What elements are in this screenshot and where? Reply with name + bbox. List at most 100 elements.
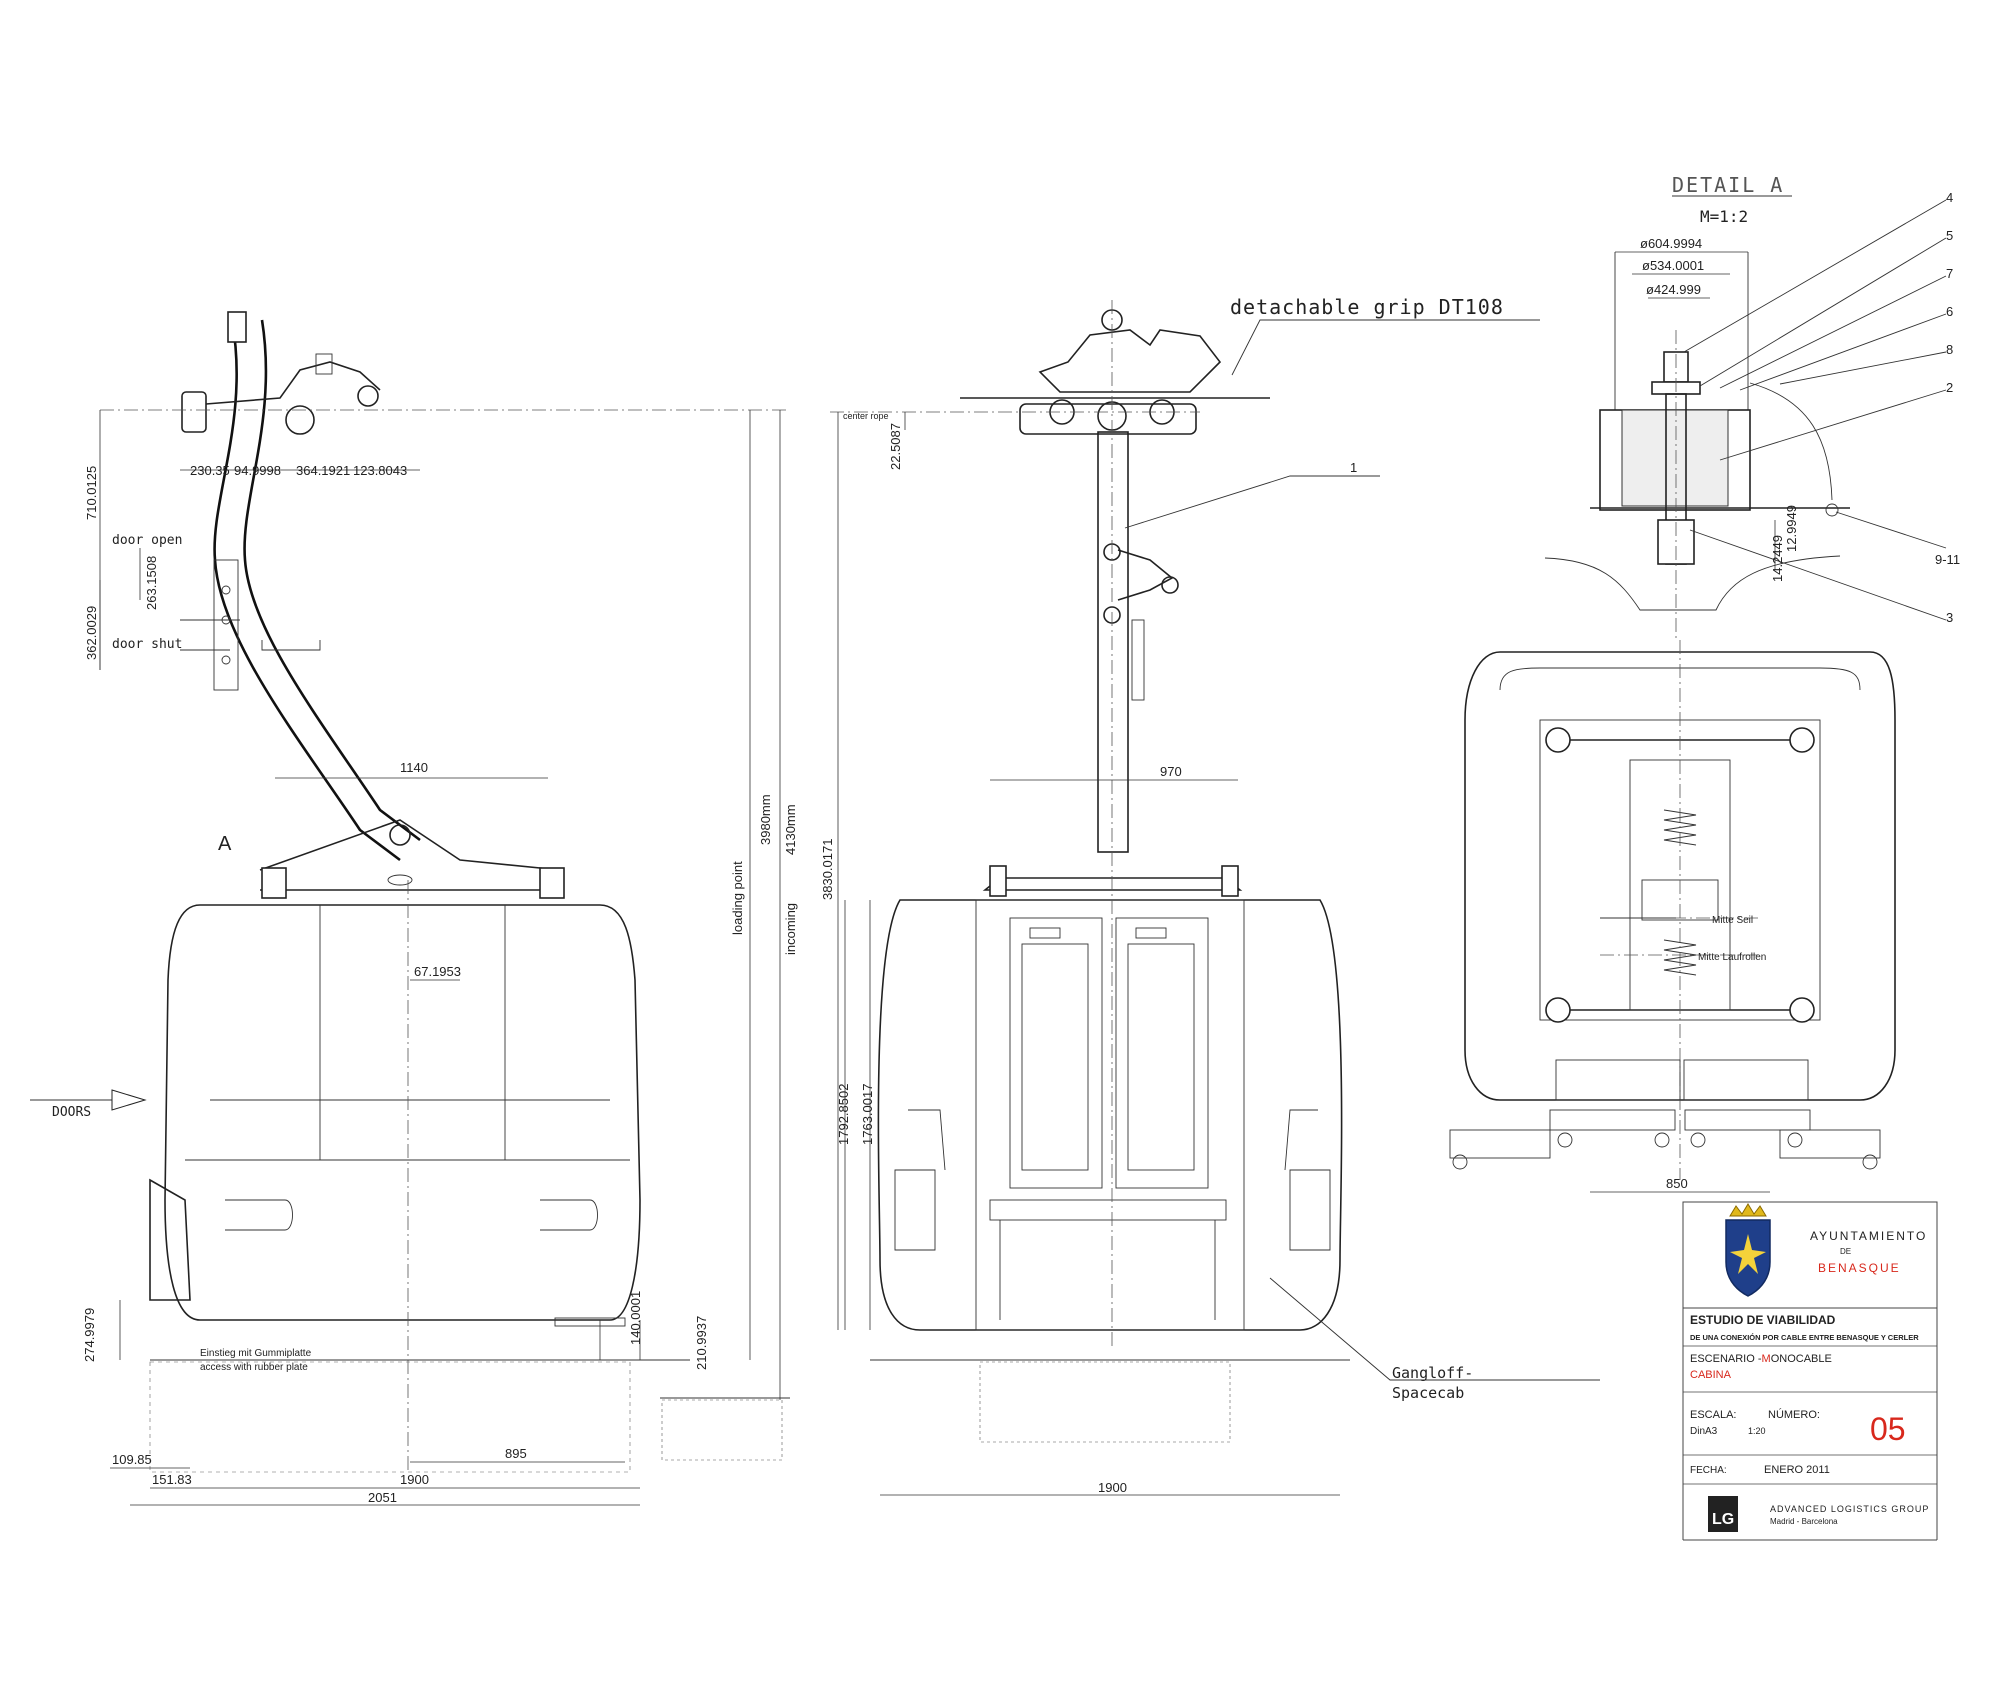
grip-knob: [181, 391, 207, 433]
door-left: [1009, 917, 1103, 1189]
detail-base: [1544, 555, 1841, 611]
vent-left: [225, 1199, 293, 1231]
grip-roller-2: [357, 385, 379, 407]
roof-frame: [259, 819, 561, 871]
grip-spring: [315, 353, 333, 375]
firm-city: Madrid - Barcelona: [1770, 1517, 1838, 1526]
dim-362: 362.0029: [84, 606, 99, 660]
ground-hatch-front: [979, 1361, 1231, 1443]
dim-151: 151.83: [152, 1472, 192, 1487]
sheet-number: 05: [1870, 1411, 1906, 1447]
callout-7: 7: [1946, 266, 1953, 281]
door-right-window: [1127, 943, 1195, 1171]
dim-895: 895: [505, 1446, 527, 1461]
fecha-value: ENERO 2011: [1764, 1464, 1830, 1476]
door-mechanism: [1117, 549, 1174, 601]
label-part-1: 1: [1350, 460, 1357, 475]
dim-22: 22.5087: [888, 423, 903, 470]
org-line-1: AYUNTAMIENTO: [1810, 1229, 1927, 1243]
dim-1140: 1140: [400, 760, 428, 775]
hanger-pivot: [389, 824, 411, 846]
logo-frame: [1682, 1201, 1938, 1309]
study-title: ESTUDIO DE VIABILIDAD: [1690, 1313, 1836, 1327]
label-mitte-laufrollen: Mitte Laufrollen: [1698, 952, 1766, 963]
dim-4130: 4130mm: [783, 804, 798, 855]
part-1-leader: [1124, 475, 1380, 529]
doors-arrow-icon: [111, 1089, 147, 1111]
label-doors: DOORS: [52, 1105, 91, 1120]
rear-view-labels: Mitte Seil Mitte Laufrollen 850: [1666, 915, 1766, 1191]
callout-6: 6: [1946, 304, 1953, 319]
dim-3830: 3830.0171: [820, 839, 835, 900]
front-hanger: [1097, 431, 1129, 853]
coat-of-arms-icon: [1725, 1203, 1771, 1297]
callout-5: 5: [1946, 228, 1953, 243]
front-seats: [989, 1199, 1227, 1221]
roof-mount-right: [539, 867, 565, 899]
dim-140: 140.0001: [628, 1291, 643, 1345]
dim-230: 230.35: [190, 463, 230, 478]
detail-dim-12: 12.9949: [1784, 505, 1799, 552]
dim-1763: 1763.0017: [860, 1084, 875, 1145]
detail-a-labels: DETAIL A M=1:2 ø604.9994 ø534.0001 ø424.…: [1640, 173, 1960, 625]
numero-label: NÚMERO:: [1768, 1408, 1820, 1421]
door-frame: [975, 899, 1245, 1331]
label-door-shut: door shut: [112, 637, 182, 652]
detail-dim-604: ø604.9994: [1640, 236, 1702, 251]
org-line-3: BENASQUE: [1818, 1261, 1901, 1275]
label-access: access with rubber plate: [200, 1362, 308, 1373]
callout-8: 8: [1946, 342, 1953, 357]
dim-123: 123.8043: [353, 463, 407, 478]
dim-970: 970: [1160, 764, 1182, 779]
door-left-window: [1021, 943, 1089, 1171]
grip-leader: [1231, 319, 1540, 376]
side-view: [30, 311, 790, 1506]
scenario-line: ESCENARIO -MONOCABLE: [1690, 1353, 1832, 1365]
label-grip: detachable grip DT108: [1230, 295, 1504, 319]
dim-67: 67.1953: [414, 964, 461, 979]
fecha-label: FECHA:: [1690, 1465, 1727, 1476]
door-linkage-rod: [213, 559, 239, 691]
label-center-rope: center rope: [843, 411, 889, 421]
side-view-labels: 230.35 94.9998 364.1921 123.8043 710.012…: [52, 463, 798, 1505]
detail-dim-534: ø534.0001: [1642, 258, 1704, 273]
front-view: [830, 300, 1600, 1496]
vent-right: [540, 1199, 598, 1231]
escala-paper: DinA3: [1690, 1426, 1718, 1437]
callout-9-11: 9-11: [1935, 552, 1960, 567]
detail-scale: M=1:2: [1700, 207, 1748, 226]
rubber-plate: [554, 1317, 626, 1327]
firm-logo-icon: LG: [1708, 1496, 1738, 1532]
dim-2051: 2051: [368, 1490, 397, 1505]
front-roof: [982, 877, 1243, 891]
gangloff-leader: [1269, 1277, 1600, 1381]
front-view-labels: detachable grip DT108 center rope 22.508…: [820, 295, 1504, 1495]
firm-logo-letters: LG: [1712, 1511, 1734, 1528]
rear-cabin-body: [1464, 651, 1896, 1101]
hanger-arm-outer: [213, 319, 401, 862]
callout-2: 2: [1946, 380, 1953, 395]
dim-3980: 3980mm: [758, 794, 773, 845]
roof-mount-left: [261, 867, 287, 899]
ground-hatch-side: [661, 1399, 783, 1461]
cabin-body-side: [164, 904, 641, 1321]
hanger-arm-inner: [243, 319, 421, 842]
escala-value: 1:20: [1748, 1426, 1766, 1436]
label-gangloff-1: Gangloff-: [1392, 1364, 1473, 1382]
callout-3: 3: [1946, 610, 1953, 625]
dim-274: 274.9979: [82, 1308, 97, 1362]
sheet-subject: CABINA: [1690, 1369, 1732, 1381]
dim-94: 94.9998: [234, 463, 281, 478]
escala-label: ESCALA:: [1690, 1409, 1736, 1421]
damper: [1131, 619, 1145, 701]
grip-body: [205, 361, 381, 405]
study-subtitle: DE UNA CONEXIÓN POR CABLE ENTRE BENASQUE…: [1690, 1333, 1919, 1342]
label-detail-ref: A: [218, 833, 232, 855]
dim-710: 710.0125: [84, 466, 99, 520]
grip-handle: [227, 311, 247, 343]
detachable-grip: [1038, 329, 1222, 393]
detail-cable: [1749, 382, 1833, 501]
dim-210: 210.9937: [694, 1316, 709, 1370]
dim-364: 364.1921: [296, 463, 350, 478]
